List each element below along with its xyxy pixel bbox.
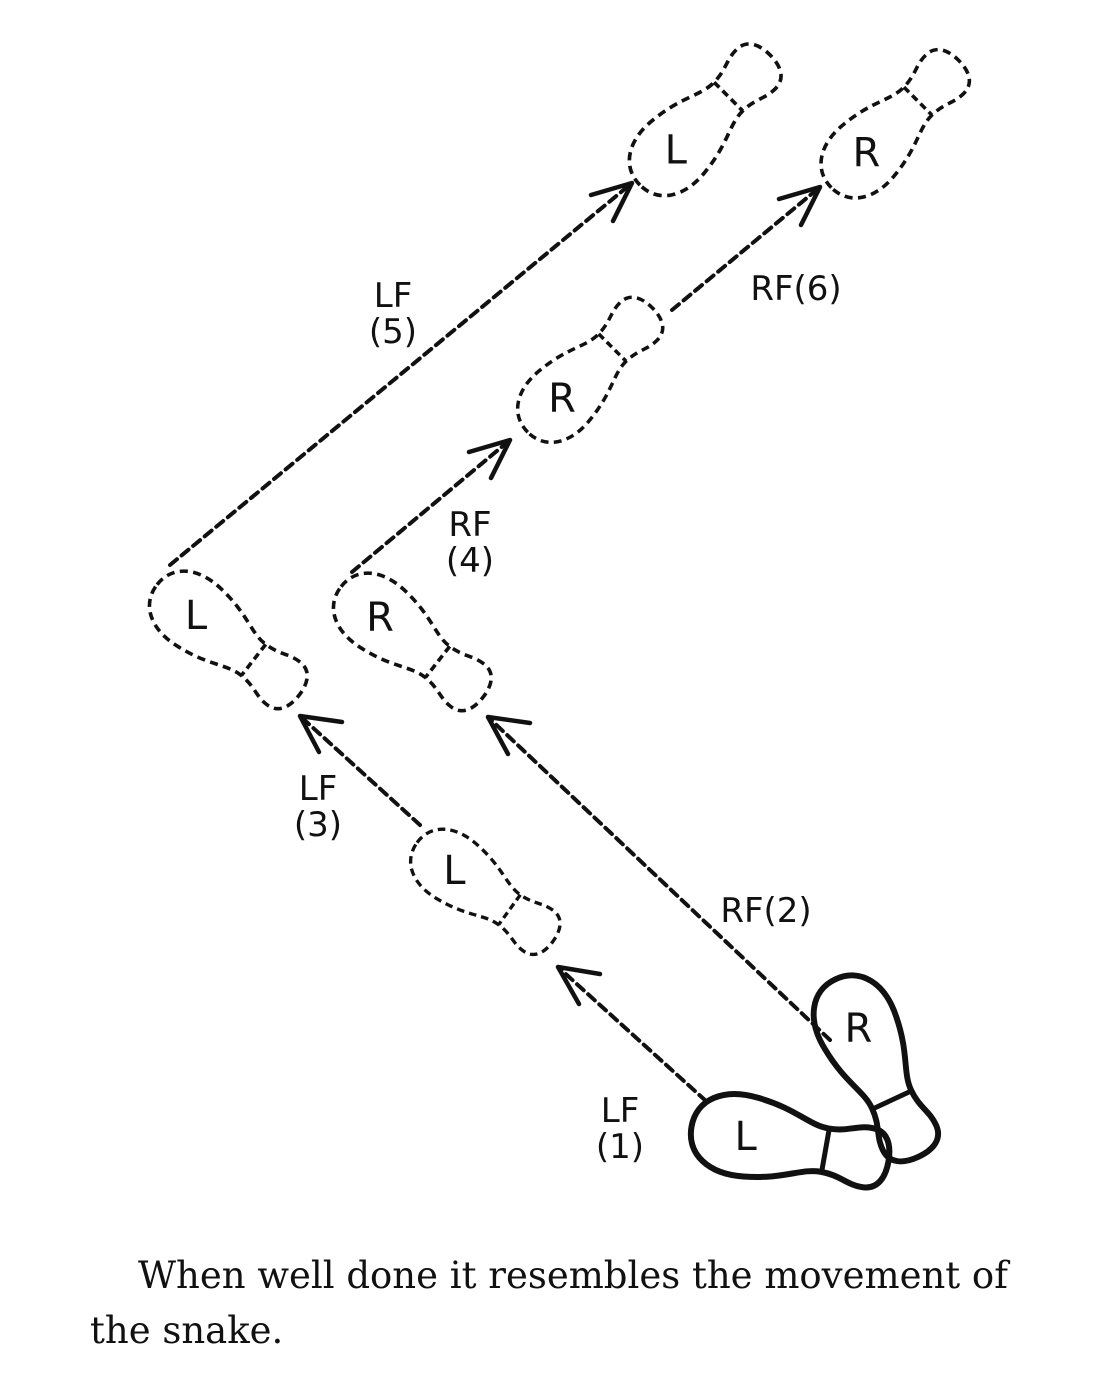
step-label-line: (3) (294, 805, 342, 845)
step-label-rf6: RF(6) (750, 269, 841, 309)
foot-letter-start-left: L (735, 1114, 758, 1160)
arrowhead-lf1 (555, 964, 603, 1007)
footprint-step3-left (132, 553, 324, 727)
footprint-start-right (800, 962, 955, 1173)
step-label-line: RF (448, 505, 491, 545)
caption: When well done it resembles the movement… (90, 1254, 1008, 1352)
foot-letter-step3-left: L (185, 593, 208, 639)
step-label-lf1: LF(1) (596, 1091, 644, 1167)
arrowhead-rf6 (776, 184, 823, 228)
foot-letter-step1-left: L (443, 848, 466, 894)
step-label-lf3: LF(3) (294, 769, 342, 845)
footprint-step1-left (395, 813, 575, 971)
footprint-start-left (684, 1087, 895, 1202)
footprint-step4-right (500, 280, 680, 460)
footprint-step6-right (803, 32, 987, 216)
step-label-line: RF(6) (750, 269, 841, 309)
step-label-line: LF (299, 769, 338, 809)
path-rf4 (350, 438, 512, 574)
step-label-line: LF (374, 276, 413, 316)
arrowhead-lf5 (588, 180, 635, 224)
foot-letter-step5-left: L (665, 127, 688, 173)
foot-letter-step6-right: R (852, 131, 880, 177)
path-lf1 (556, 965, 708, 1103)
path-rf6 (670, 185, 822, 312)
arrowhead-rf4 (466, 437, 513, 481)
step-label-rf4: RF(4) (446, 505, 494, 581)
step-label-rf2: RF(2) (720, 891, 811, 931)
step-label-line: LF (601, 1091, 640, 1131)
step-label-line: RF(2) (720, 891, 811, 931)
path-lf5 (168, 181, 634, 567)
footprint-step5-left (611, 26, 799, 214)
step-label-line: (4) (446, 541, 494, 581)
arrowhead-lf3 (297, 713, 345, 755)
footprint-step2-right (316, 555, 508, 729)
step-label-line: (1) (596, 1127, 644, 1167)
foot-letter-step2-right: R (366, 595, 394, 641)
foot-letter-start-right: R (844, 1006, 872, 1052)
step-label-lf5: LF(5) (369, 276, 417, 352)
foot-letter-step4-right: R (548, 376, 576, 422)
arrowhead-rf2 (485, 714, 533, 757)
path-lf3 (298, 714, 422, 827)
step-label-line: (5) (369, 312, 417, 352)
path-rf2 (486, 715, 832, 1042)
